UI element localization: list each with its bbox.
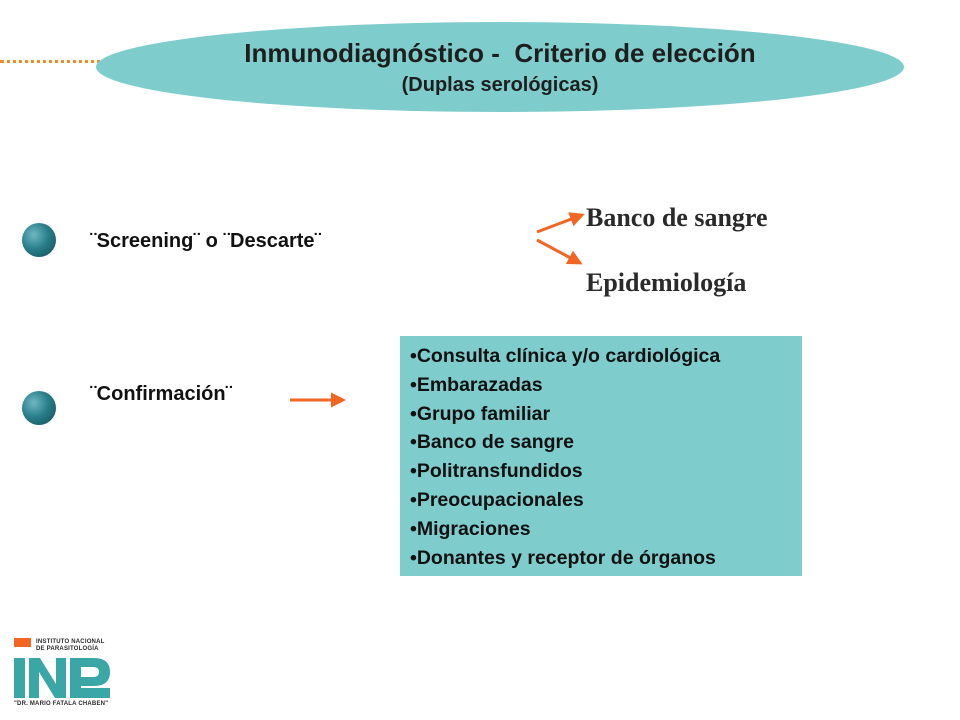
decorative-dotted-line: [0, 60, 150, 63]
slide-subtitle: (Duplas serológicas): [401, 74, 599, 96]
list-item: Preocupacionales: [410, 486, 802, 515]
arrow-to-epidemiologia: [536, 238, 583, 265]
logo-line-1: INSTITUTO NACIONAL: [36, 639, 105, 645]
list-item: Embarazadas: [410, 371, 802, 400]
inp-logo: INSTITUTO NACIONAL DE PARASITOLOGÍA "DR.…: [14, 638, 114, 710]
logo-line-2: DE PARASITOLOGÍA: [36, 646, 99, 652]
confirmacion-list-box: Consulta clínica y/o cardiológica Embara…: [400, 336, 802, 576]
logo-line-3: "DR. MARIO FATALA CHABEN": [14, 701, 109, 707]
inp-logo-icon: [14, 638, 110, 698]
list-item: Politransfundidos: [410, 457, 802, 486]
confirmacion-bullet-icon: [22, 391, 56, 425]
list-item: Grupo familiar: [410, 400, 802, 429]
list-item: Donantes y receptor de órganos: [410, 544, 802, 573]
screening-bullet-icon: [22, 223, 56, 257]
confirmacion-label: ¨Confirmación¨: [90, 383, 233, 405]
screening-label: ¨Screening¨ o ¨Descarte¨: [90, 230, 322, 252]
arrow-to-banco-de-sangre: [536, 212, 585, 234]
list-item: Consulta clínica y/o cardiológica: [410, 342, 802, 371]
slide-title: Inmunodiagnóstico - Criterio de elección: [244, 38, 756, 68]
list-item: Banco de sangre: [410, 428, 802, 457]
list-item: Migraciones: [410, 515, 802, 544]
target-banco-de-sangre: Banco de sangre: [586, 203, 768, 232]
confirmacion-list: Consulta clínica y/o cardiológica Embara…: [400, 336, 802, 572]
target-epidemiologia: Epidemiología: [586, 268, 747, 297]
title-ellipse: [96, 22, 904, 112]
